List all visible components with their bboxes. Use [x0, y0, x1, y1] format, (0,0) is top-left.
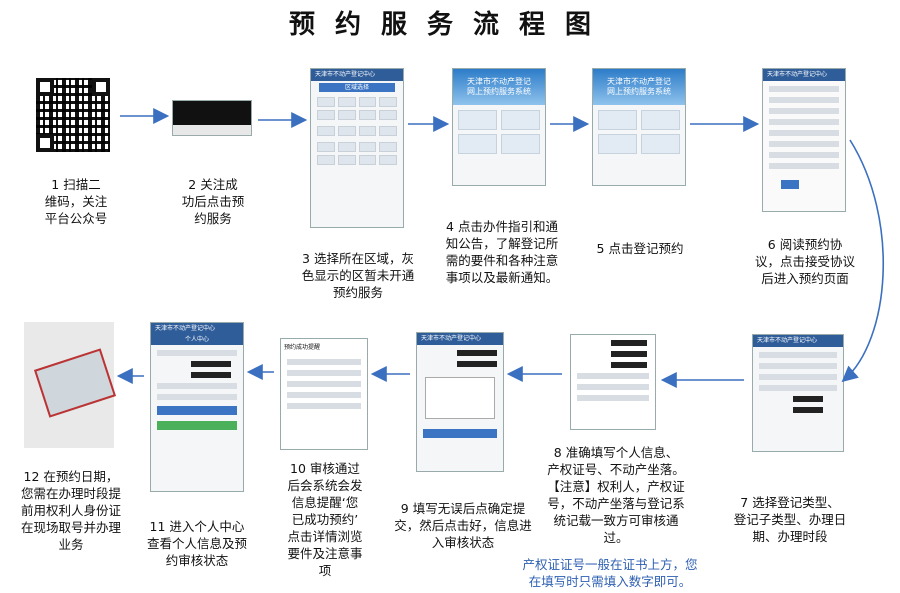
step4-screenshot: 天津市不动产登记网上预约服务系统 — [452, 68, 546, 186]
region-title: 区域选择 — [319, 83, 395, 92]
step-1-label: 1 扫描二维码，关注平台公众号 — [44, 177, 108, 226]
step-12-label: 12 在预约日期，您需在办理时段提前用权利人身份证 在现场取号并办理业务 — [20, 469, 121, 552]
step7-screenshot: 天津市不动产登记中心 — [752, 334, 844, 452]
arrow-6-7 — [841, 139, 885, 383]
step-3-label: 3 选择所在区域，灰色显示的区暂未开通预约服务 — [301, 251, 415, 300]
step9-screenshot: 天津市不动产登记中心 — [416, 332, 504, 472]
qr-code-image — [36, 78, 110, 152]
page-title: 预约服务流程图 — [288, 10, 611, 40]
step6-screenshot: 天津市不动产登记中心 — [762, 68, 846, 212]
step-2-label: 2 关注成功后点击预约服务 — [181, 177, 245, 226]
step3-screenshot: 天津市不动产登记中心 区域选择 — [310, 68, 404, 228]
step5-screenshot: 天津市不动产登记网上预约服务系统 — [592, 68, 686, 186]
step-8-label: 8 准确填写个人信息、产权证号、不动产坐落。【注意】权利人，产权证 号，不动产坐… — [547, 445, 685, 545]
step-6-label: 6 阅读预约协议，点击接受协议后进入预约页面 — [754, 237, 855, 286]
step-7-label: 7 选择登记类型、登记子类型、办理日期、办理时段 — [733, 495, 847, 544]
step-9-label: 9 填写无误后点确定提交，然后点击好，信息进入审核状态 — [394, 501, 532, 550]
step-10-label: 10 审核通过后会系统会发信息提醒‘您 已成功预约’点击详情浏览要件及注意事 项 — [287, 461, 363, 578]
step8-screenshot — [570, 334, 656, 430]
step10-screenshot: 预约成功提醒 — [280, 338, 368, 450]
confirm-title: 预约成功提醒 — [284, 344, 321, 351]
step-5-label: 5 点击登记预约 — [596, 241, 684, 256]
step-11-label: 11 进入个人中心查看个人信息及预约审核状态 — [146, 519, 247, 568]
step11-screenshot: 天津市不动产登记中心 个人中心 — [150, 322, 244, 492]
id-card-image — [24, 322, 117, 448]
step2-screenshot — [172, 100, 252, 136]
step-4-label: 4 点击办件指引和通知公告，了解登记所需的要件和各种注意事项以及最新通知。 — [445, 219, 559, 285]
serial-number-note: 产权证证号一般在证书上方，您在填写时只需填入数字即可。 — [522, 557, 698, 589]
center-title: 个人中心 — [151, 335, 243, 345]
